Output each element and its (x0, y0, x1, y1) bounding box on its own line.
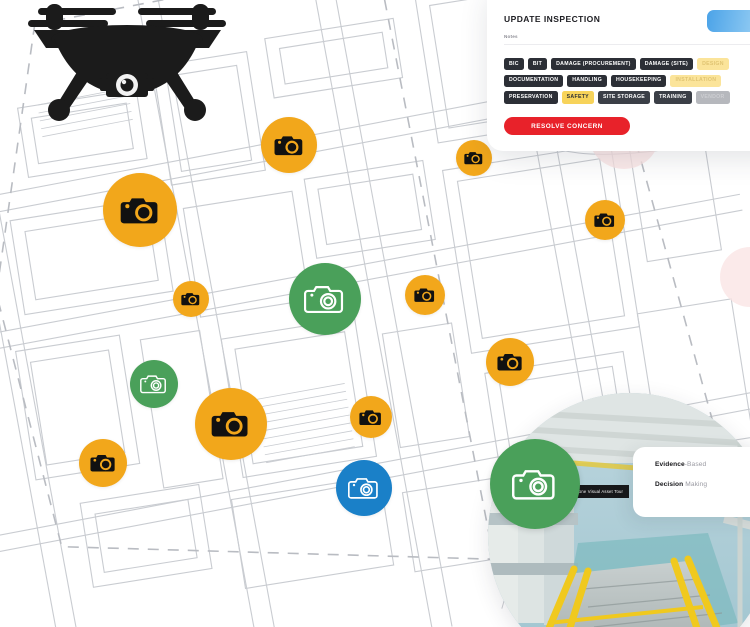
tag-bit[interactable]: BIT (527, 58, 548, 71)
tag-documentation[interactable]: DOCUMENTATION (504, 74, 564, 87)
camera-icon (89, 455, 115, 472)
accent-pill[interactable] (707, 10, 750, 32)
callout-line-2-bold: Decision (655, 481, 684, 488)
camera-icon (140, 375, 166, 394)
map-marker-m4[interactable] (585, 200, 625, 240)
tag-housekeeping[interactable]: HOUSEKEEPING (611, 74, 667, 87)
map-marker-m8[interactable] (486, 338, 534, 386)
photo-bubble-camera-marker[interactable] (490, 439, 580, 529)
map-marker-m13[interactable] (336, 460, 392, 516)
callout-line-1: Evidence-Based (655, 461, 750, 468)
callout-line-2: Decision Making (655, 481, 750, 488)
camera-icon (120, 197, 157, 223)
camera-icon (359, 409, 381, 425)
callout-line-2-rest: Making (683, 481, 708, 488)
map-marker-m11[interactable] (350, 396, 392, 438)
camera-icon (496, 354, 522, 371)
map-marker-m5[interactable] (173, 281, 209, 317)
camera-icon (304, 286, 344, 314)
notes-input[interactable] (504, 44, 750, 45)
tag-site-storage[interactable]: SITE STORAGE (597, 91, 651, 104)
tag-damage-site[interactable]: DAMAGE (SITE) (639, 58, 694, 71)
camera-icon (594, 213, 615, 227)
map-marker-m10[interactable] (195, 388, 267, 460)
tag-training[interactable]: TRAINING (654, 91, 692, 104)
map-marker-m12[interactable] (79, 439, 127, 487)
resolve-concern-button[interactable]: RESOLVE CONCERN (504, 117, 630, 135)
tag-design[interactable]: DESIGN (697, 58, 729, 71)
callout-card: Evidence-Based Decision Making (633, 447, 750, 517)
notes-label: Notes (504, 34, 518, 39)
camera-icon (348, 478, 378, 499)
tag-preservation[interactable]: PRESERVATION (504, 91, 558, 104)
page-title: UPDATE INSPECTION (504, 14, 601, 24)
map-marker-m7[interactable] (405, 275, 445, 315)
map-marker-m2[interactable] (456, 140, 492, 176)
map-marker-m3[interactable] (103, 173, 177, 247)
tag-vendor[interactable]: VENDOR (695, 91, 730, 104)
callout-line-1-rest: -Based (684, 461, 707, 468)
camera-icon (181, 293, 200, 306)
map-marker-m1[interactable] (261, 117, 317, 173)
map-marker-m6[interactable] (289, 263, 361, 335)
camera-icon (414, 288, 435, 302)
camera-icon (464, 152, 483, 165)
tag-installation[interactable]: INSTALLATION (670, 74, 722, 87)
tag-damage-procurement[interactable]: DAMAGE (PROCUREMENT) (551, 58, 636, 71)
callout-line-1-bold: Evidence (655, 461, 685, 468)
tag-safety[interactable]: SAFETY (561, 91, 594, 104)
camera-icon (512, 470, 555, 500)
tag-bic[interactable]: BIC (504, 58, 524, 71)
camera-icon (211, 412, 248, 437)
tag-handling[interactable]: HANDLING (567, 74, 608, 87)
camera-icon (274, 135, 302, 155)
drone-quadcopter-icon (10, 0, 245, 124)
photo-caption: Drone Visual Asset Tour (568, 485, 630, 498)
map-marker-m9[interactable] (130, 360, 178, 408)
